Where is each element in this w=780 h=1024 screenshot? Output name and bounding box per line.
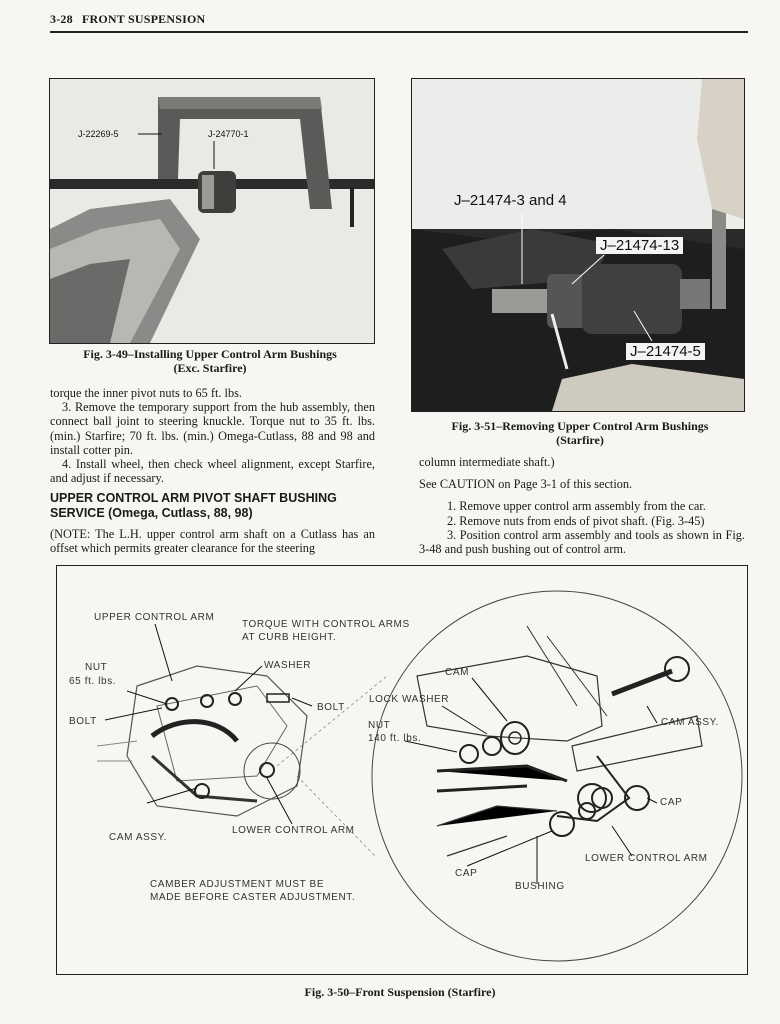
list-item: 3. Position control arm assembly and too… xyxy=(419,527,745,557)
label-upper-control-arm: UPPER CONTROL ARM xyxy=(94,612,215,623)
label-torque-line2: AT CURB HEIGHT. xyxy=(242,632,337,643)
label-cam: CAM xyxy=(445,667,470,678)
section-heading: UPPER CONTROL ARM PIVOT SHAFT BUSHING SE… xyxy=(50,491,375,521)
paragraph-torque-pivot: torque the inner pivot nuts to 65 ft. lb… xyxy=(50,386,242,400)
tool-label-j24770: J-24770-1 xyxy=(208,129,249,139)
fig-3-51-photo: J–21474-3 and 4 J–21474-13 J–21474-5 xyxy=(411,78,745,412)
procedure-list: 1. Remove upper control arm assembly fro… xyxy=(419,499,745,556)
fig-3-49-caption-line2: (Exc. Starfire) xyxy=(173,361,247,375)
tool-label-j22269: J-22269-5 xyxy=(78,129,119,139)
fig-3-51-caption-line1: Fig. 3-51–Removing Upper Control Arm Bus… xyxy=(451,419,709,433)
paragraph-caution: See CAUTION on Page 3-1 of this section. xyxy=(419,477,633,492)
fig-3-51-caption: Fig. 3-51–Removing Upper Control Arm Bus… xyxy=(420,419,740,447)
note-text: (NOTE: The L.H. upper control arm shaft … xyxy=(50,527,375,556)
label-bushing: BUSHING xyxy=(515,881,565,892)
left-text-column: torque the inner pivot nuts to 65 ft. lb… xyxy=(50,386,375,485)
label-torque-line1: TORQUE WITH CONTROL ARMS xyxy=(242,619,410,630)
label-lock-washer: LOCK WASHER xyxy=(369,694,450,705)
section-heading-line1: UPPER CONTROL ARM PIVOT SHAFT BUSHING xyxy=(50,491,337,505)
tool-label-j21474-3-and-4: J–21474-3 and 4 xyxy=(454,192,567,209)
label-cap-bottom: CAP xyxy=(455,868,478,879)
header-rule xyxy=(50,31,748,33)
fig-3-51-caption-line2: (Starfire) xyxy=(556,433,604,447)
note-paragraph: (NOTE: The L.H. upper control arm shaft … xyxy=(50,527,375,555)
label-bolt-left: BOLT xyxy=(69,716,97,727)
list-item: 2. Remove nuts from ends of pivot shaft.… xyxy=(447,513,705,528)
list-item: 1. Remove upper control arm assembly fro… xyxy=(447,499,706,514)
label-nut-left-line2: 65 ft. lbs. xyxy=(69,676,117,687)
paragraph-column-shaft: column intermediate shaft.) xyxy=(419,455,555,469)
fig-3-49-caption-line1: Fig. 3-49–Installing Upper Control Arm B… xyxy=(83,347,337,361)
label-camber-line2: MADE BEFORE CASTER ADJUSTMENT. xyxy=(150,892,356,903)
section-heading-line2: SERVICE (Omega, Cutlass, 88, 98) xyxy=(50,506,253,520)
label-bolt-right: BOLT xyxy=(317,702,345,713)
fig-3-49-photo: J-22269-5 J-24770-1 xyxy=(49,78,375,344)
label-camber-line1: CAMBER ADJUSTMENT MUST BE xyxy=(150,879,325,890)
paragraph-step-3: 3. Remove the temporary support from the… xyxy=(50,400,375,457)
fig-3-49-caption: Fig. 3-49–Installing Upper Control Arm B… xyxy=(60,347,360,375)
label-washer: WASHER xyxy=(264,660,312,671)
label-cap-right: CAP xyxy=(660,797,683,808)
label-nut-right-line1: NUT xyxy=(368,720,391,731)
label-lower-control-arm-right: LOWER CONTROL ARM xyxy=(585,853,708,864)
fig-3-50-diagram: UPPER CONTROL ARM TORQUE WITH CONTROL AR… xyxy=(56,565,748,975)
tool-label-j21474-13: J–21474-13 xyxy=(596,237,684,254)
tool-label-j21474-5: J–21474-5 xyxy=(626,343,705,360)
label-nut-right-line2: 140 ft. lbs. xyxy=(368,733,422,744)
section-title: FRONT SUSPENSION xyxy=(82,12,206,26)
label-cam-assy-left: CAM ASSY. xyxy=(109,832,168,843)
page-number: 3-28 xyxy=(50,12,73,26)
label-cam-assy-right: CAM ASSY. xyxy=(661,717,720,728)
fig-3-50-caption: Fig. 3-50–Front Suspension (Starfire) xyxy=(304,985,496,999)
paragraph-step-4: 4. Install wheel, then check wheel align… xyxy=(50,457,375,486)
page-header: 3-28 FRONT SUSPENSION xyxy=(50,12,205,27)
label-lower-control-arm-left: LOWER CONTROL ARM xyxy=(232,825,355,836)
label-nut-left-line1: NUT xyxy=(85,662,108,673)
right-text-column: column intermediate shaft.) See CAUTION … xyxy=(419,455,745,556)
